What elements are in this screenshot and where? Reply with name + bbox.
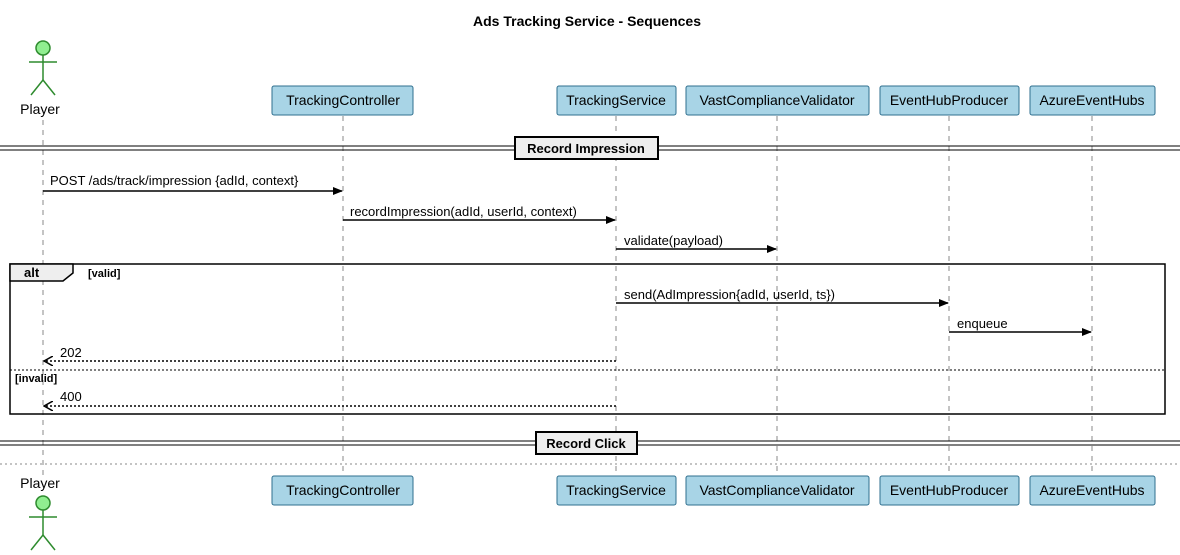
actor-head-icon [35, 495, 51, 511]
participant-trackingservice-bottom[interactable]: TrackingService [556, 475, 677, 506]
lifelines [42, 116, 1093, 475]
participant-box [879, 475, 1020, 506]
actor-label: Player [20, 475, 60, 491]
alt-frame-tab [9, 263, 74, 282]
alt-guard-valid: [valid] [88, 268, 121, 280]
alt-keyword: alt [24, 265, 40, 280]
participant-label: AzureEventHubs [1039, 92, 1144, 108]
participant-label: VastComplianceValidator [699, 482, 854, 498]
participant-eventhubproducer-bottom[interactable]: EventHubProducer [879, 475, 1020, 506]
actor-player-bottom[interactable]: Player [20, 475, 60, 551]
message-enqueue: enqueue [949, 316, 1092, 336]
participant-label: VastComplianceValidator [699, 92, 854, 108]
participant-vastcompliancevalidator-bottom[interactable]: VastComplianceValidator [685, 475, 870, 506]
message-post-impression: POST /ads/track/impression {adId, contex… [43, 173, 343, 195]
participant-eventhubproducer-top[interactable]: EventHubProducer [879, 85, 1020, 116]
participant-box [685, 475, 870, 506]
divider-record-impression: Record Impression [0, 136, 1180, 160]
participant-box [1029, 475, 1156, 506]
participant-trackingcontroller-bottom[interactable]: TrackingController [271, 475, 414, 506]
actor-leg-left-icon [30, 79, 44, 96]
divider-label: Record Click [546, 436, 626, 451]
actor-head-icon [35, 40, 51, 56]
message-label: validate(payload) [624, 233, 723, 248]
message-label: 202 [60, 345, 82, 360]
participant-trackingcontroller-top[interactable]: TrackingController [271, 85, 414, 116]
actor-player-top[interactable]: Player [20, 40, 60, 117]
alt-frame: alt [valid] [invalid] [9, 263, 1166, 415]
message-return-400: 400 [44, 389, 616, 406]
participant-azureeventhubs-bottom[interactable]: AzureEventHubs [1029, 475, 1156, 506]
participant-label: AzureEventHubs [1039, 482, 1144, 498]
participant-box [556, 475, 677, 506]
participant-label: TrackingController [286, 482, 400, 498]
divider-box [514, 136, 659, 160]
message-label: 400 [60, 389, 82, 404]
message-validate: validate(payload) [616, 233, 777, 253]
participant-box [271, 475, 414, 506]
participant-box [556, 85, 677, 116]
message-send-adimpression: send(AdImpression{adId, userId, ts}) [616, 287, 949, 307]
actor-leg-left-icon [30, 534, 44, 551]
diagram-title: Ads Tracking Service - Sequences [473, 13, 701, 29]
alt-guard-invalid: [invalid] [15, 373, 58, 385]
participant-label: TrackingController [286, 92, 400, 108]
participant-box [879, 85, 1020, 116]
actor-label: Player [20, 101, 60, 117]
message-return-202: 202 [44, 345, 616, 361]
participant-label: TrackingService [566, 482, 666, 498]
participant-label: EventHubProducer [890, 482, 1009, 498]
message-label: send(AdImpression{adId, userId, ts}) [624, 287, 835, 302]
participant-label: EventHubProducer [890, 92, 1009, 108]
participant-vastcompliancevalidator-top[interactable]: VastComplianceValidator [685, 85, 870, 116]
participant-azureeventhubs-top[interactable]: AzureEventHubs [1029, 85, 1156, 116]
message-label: recordImpression(adId, userId, context) [350, 204, 577, 219]
actor-leg-right-icon [42, 79, 56, 96]
participant-box [1029, 85, 1156, 116]
message-label: POST /ads/track/impression {adId, contex… [50, 173, 299, 188]
divider-record-click: Record Click [0, 431, 1180, 455]
participant-box [271, 85, 414, 116]
participant-label: TrackingService [566, 92, 666, 108]
alt-frame-border [9, 263, 1166, 415]
divider-box [535, 431, 638, 455]
participant-trackingservice-top[interactable]: TrackingService [556, 85, 677, 116]
message-record-impression: recordImpression(adId, userId, context) [343, 204, 616, 224]
actor-leg-right-icon [42, 534, 56, 551]
divider-label: Record Impression [527, 141, 645, 156]
participant-box [685, 85, 870, 116]
message-label: enqueue [957, 316, 1008, 331]
